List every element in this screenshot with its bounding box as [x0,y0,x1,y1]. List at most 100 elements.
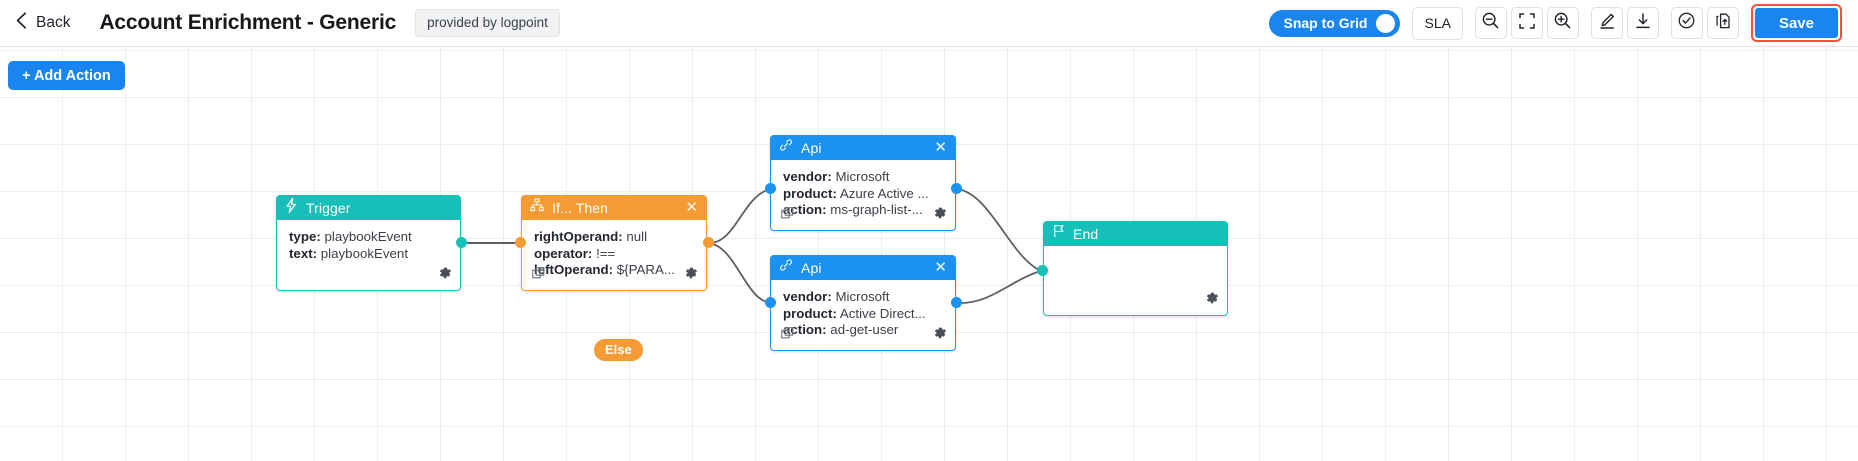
app-header: Back Account Enrichment - Generic provid… [0,0,1858,47]
node-api-1-title: Api [801,139,822,156]
node-api-2-footer [781,326,947,345]
page-title: Account Enrichment - Generic [99,11,397,34]
prop-value: null [626,229,648,244]
port-api2-in[interactable] [765,297,776,308]
snap-to-grid-toggle[interactable]: Snap to Grid [1269,9,1401,37]
prop-key: vendor: [783,289,832,304]
zoom-out-button[interactable] [1474,7,1507,39]
node-prop: product: Azure Active ... [783,186,943,203]
node-api-2-header: Api ✕ [771,255,955,280]
prop-value: playbookEvent [320,245,409,261]
node-end-body [1044,246,1227,315]
port-end-in[interactable] [1037,265,1048,276]
copy-icon[interactable] [532,266,545,285]
prop-key: vendor: [783,169,832,184]
node-prop: action: ad-get-user [783,322,943,339]
pen-underline-icon [1598,12,1616,35]
gear-icon[interactable] [933,326,947,345]
close-icon[interactable]: ✕ [934,139,947,156]
prop-key: action: [783,322,827,337]
node-trigger-title: Trigger [306,199,351,216]
node-end[interactable]: End [1043,221,1228,316]
node-end-title: End [1073,225,1099,242]
back-button[interactable]: Back [16,12,70,34]
port-trigger-out[interactable] [456,237,467,248]
close-icon[interactable]: ✕ [934,259,947,276]
port-api1-out[interactable] [951,183,962,194]
header-toolbar: Snap to Grid SLA [1269,4,1842,42]
close-icon[interactable]: ✕ [685,199,698,216]
node-api-2-title: Api [801,259,822,276]
node-trigger-footer [287,266,452,285]
prop-value: playbookEvent [324,229,412,244]
link-icon [779,258,793,277]
prop-key: operator: [534,245,593,261]
document-icon [1714,12,1732,35]
prop-value: Microsoft [835,289,890,304]
provided-by-badge: provided by logpoint [415,9,560,37]
save-button-highlight: Save [1750,4,1842,42]
back-label: Back [36,14,71,31]
port-ifthen-out[interactable] [703,237,714,248]
prop-value: ms-graph-list-... [830,202,923,217]
save-button[interactable]: Save [1754,8,1838,38]
node-prop: product: Active Direct... [783,306,943,323]
node-api-1-header: Api ✕ [771,135,955,160]
flag-icon [1052,224,1065,243]
gear-icon[interactable] [438,266,452,285]
prop-key: text: [289,245,318,261]
download-icon [1634,12,1652,35]
notes-button[interactable] [1706,7,1739,39]
copy-icon[interactable] [781,206,794,225]
prop-key: type: [289,229,321,244]
node-prop: vendor: Microsoft [783,289,943,306]
node-prop: vendor: Microsoft [783,169,943,186]
node-api-1[interactable]: Api ✕ vendor: Microsoft product: Azure A… [770,135,956,231]
node-prop: action: ms-graph-list-... [783,202,943,219]
zoom-in-icon [1553,11,1572,35]
add-action-button[interactable]: + Add Action [8,61,125,90]
node-prop: rightOperand: null [534,229,694,246]
node-prop: type: playbookEvent [289,229,448,246]
sitemap-icon [530,198,544,217]
gear-icon[interactable] [1205,291,1219,310]
node-end-footer [1054,291,1219,310]
validate-button[interactable] [1670,7,1703,39]
status-controls [1670,7,1739,39]
prop-key: leftOperand: [534,262,614,277]
annotate-button[interactable] [1590,7,1623,39]
gear-icon[interactable] [933,206,947,225]
download-button[interactable] [1626,7,1659,39]
prop-value: !== [596,245,616,261]
edit-controls [1590,7,1659,39]
prop-value: Microsoft [835,169,890,184]
snap-to-grid-label: Snap to Grid [1283,15,1368,31]
copy-icon[interactable] [781,326,794,345]
sla-button[interactable]: SLA [1412,6,1463,40]
prop-value: Active Direct... [839,305,926,321]
workflow-canvas[interactable]: Trigger type: playbookEvent text: playbo… [0,47,1858,461]
node-trigger-header: Trigger [277,195,460,220]
prop-value: ${PARA... [616,262,675,277]
node-api-1-body: vendor: Microsoft product: Azure Active … [771,160,955,230]
port-api2-out[interactable] [951,297,962,308]
prop-key: rightOperand: [534,229,623,244]
port-api1-in[interactable] [765,183,776,194]
prop-value: Azure Active ... [839,185,929,201]
toggle-knob [1376,13,1396,33]
node-if-then[interactable]: If... Then ✕ rightOperand: null operator… [521,195,707,291]
zoom-out-icon [1481,11,1500,35]
else-badge: Else [594,339,643,361]
node-if-then-footer [532,266,698,285]
gear-icon[interactable] [684,266,698,285]
port-ifthen-in[interactable] [515,237,526,248]
node-if-then-body: rightOperand: null operator: !== leftOpe… [522,220,706,290]
fit-to-screen-button[interactable] [1510,7,1543,39]
zoom-controls [1474,7,1579,39]
node-api-2[interactable]: Api ✕ vendor: Microsoft product: Active … [770,255,956,351]
zoom-in-button[interactable] [1546,7,1579,39]
prop-key: product: [783,185,837,201]
node-prop: operator: !== [534,246,694,263]
node-trigger[interactable]: Trigger type: playbookEvent text: playbo… [276,195,461,291]
node-api-2-body: vendor: Microsoft product: Active Direct… [771,280,955,350]
